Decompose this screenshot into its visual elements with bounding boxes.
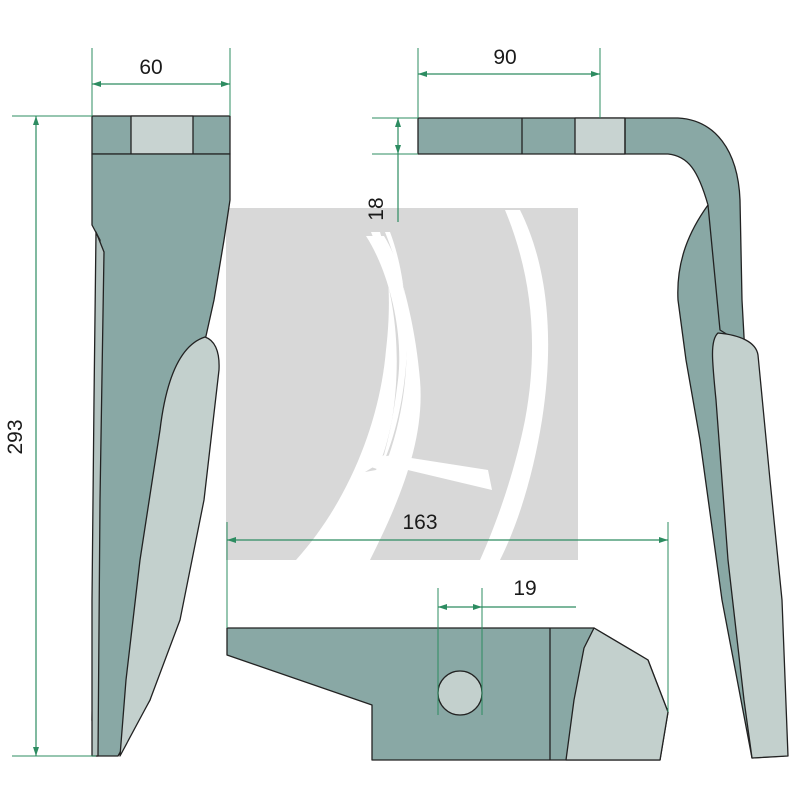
tine-front-view — [91, 115, 231, 757]
brand-logo-watermark — [226, 208, 578, 560]
dimension-90-label: 90 — [493, 46, 516, 69]
dimension-19-label: 19 — [513, 577, 536, 600]
tine-side-view — [417, 117, 789, 759]
tine-side-hardfacing — [711, 332, 789, 759]
dimension-19: 19 — [437, 577, 576, 715]
tine-top-hardfacing — [565, 627, 669, 761]
dimension-18-label: 18 — [365, 197, 388, 220]
dimension-60: 60 — [91, 48, 231, 116]
dimension-293-label: 293 — [4, 419, 27, 454]
tine-side-body — [417, 117, 785, 759]
dimension-163-label: 163 — [402, 511, 437, 534]
tine-front-hardfacing — [119, 336, 220, 757]
dimension-60-label: 60 — [139, 56, 162, 79]
dimension-163: 163 — [226, 511, 669, 712]
tine-top-view — [226, 627, 669, 761]
dimension-293: 293 — [4, 115, 96, 757]
mounting-hole — [437, 670, 483, 716]
tine-front-slot — [130, 115, 194, 155]
dimension-90: 90 — [417, 46, 601, 118]
tine-side-slot — [574, 117, 626, 155]
dimension-18: 18 — [365, 117, 418, 222]
